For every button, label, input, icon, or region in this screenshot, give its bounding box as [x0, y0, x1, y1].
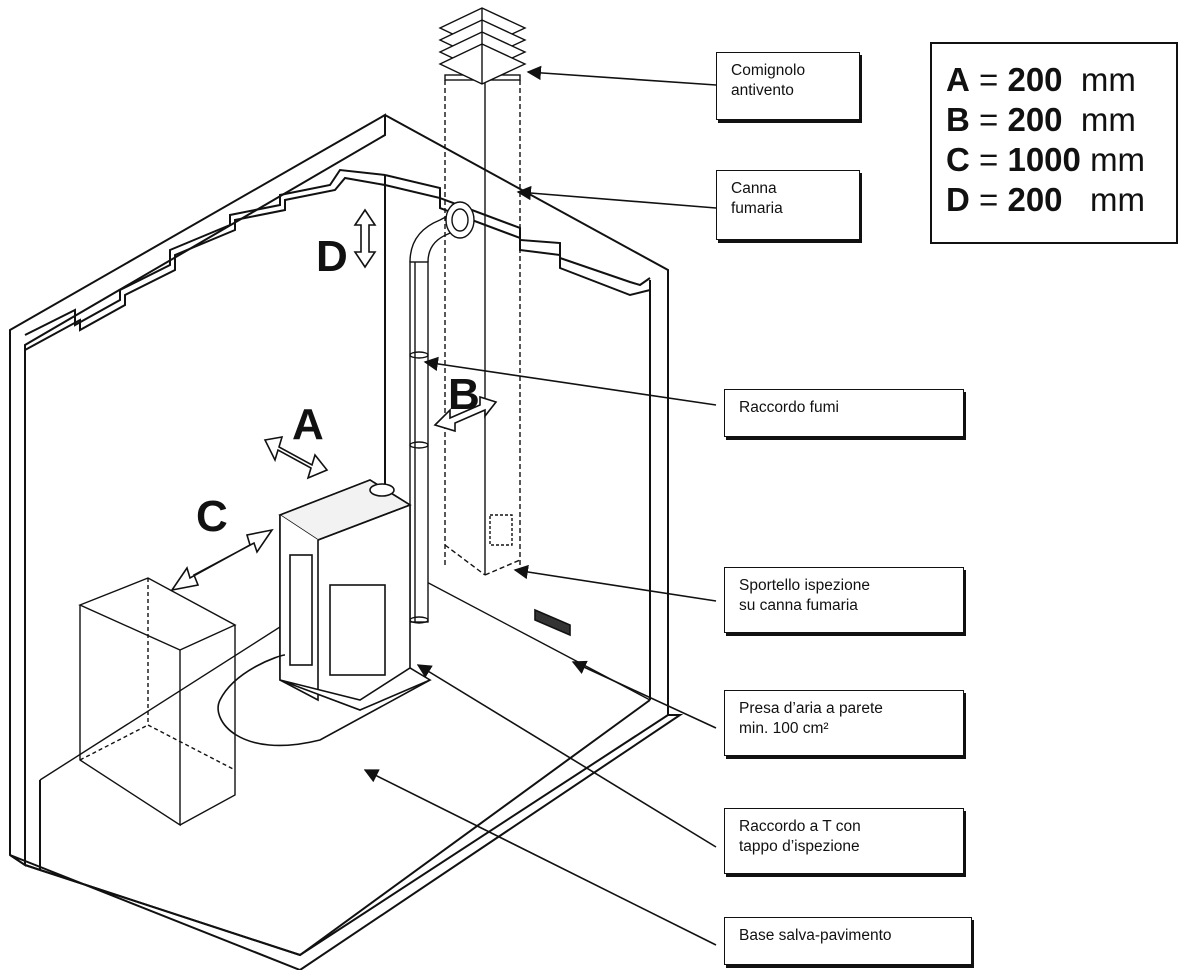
- callout-comignolo-line2: antivento: [731, 82, 794, 99]
- leader-presa: [571, 660, 717, 729]
- chimney-flue: [444, 74, 521, 576]
- callout-canna-line1: Canna: [731, 180, 777, 197]
- legend-eq: =: [979, 101, 999, 138]
- clearance-arrows: [170, 208, 498, 592]
- legend-row-b: B = 200 mm: [946, 100, 1176, 140]
- legend-letter: A: [946, 61, 970, 98]
- legend-eq: =: [979, 181, 999, 218]
- room-walls: [9, 113, 684, 970]
- callout-raccordo-t-line2: tappo d’ispezione: [739, 838, 860, 855]
- clearance-arrow-c: [170, 528, 274, 592]
- callout-presa-line1: Presa d’aria a parete: [739, 700, 883, 717]
- leader-base: [363, 769, 717, 946]
- clearance-arrow-a: [263, 435, 329, 480]
- legend-unit: mm: [1080, 101, 1136, 138]
- leader-raccordo-fumi: [423, 356, 717, 406]
- callout-canna: Canna fumaria: [716, 170, 860, 240]
- dimensions-legend: A = 200 mm B = 200 mm C = 1000 mm D = 20…: [930, 42, 1178, 244]
- legend-row-c: C = 1000 mm: [946, 140, 1176, 180]
- clearance-arrow-b: [433, 395, 498, 433]
- label-a: A: [292, 400, 324, 449]
- callout-base: Base salva-pavimento: [724, 917, 972, 965]
- legend-row-a: A = 200 mm: [946, 60, 1176, 100]
- callout-sportello-line1: Sportello ispezione: [739, 577, 870, 594]
- floor-protection-base: [217, 654, 431, 747]
- label-d: D: [316, 232, 348, 281]
- callout-comignolo-line1: Comignolo: [731, 62, 806, 79]
- callout-sportello-line2: su canna fumaria: [739, 597, 858, 614]
- legend-letter: D: [946, 181, 970, 218]
- clearance-arrow-d: [353, 208, 377, 269]
- callout-sportello: Sportello ispezione su canna fumaria: [724, 567, 964, 633]
- callout-canna-line2: fumaria: [731, 200, 783, 217]
- leader-canna: [516, 185, 717, 209]
- leader-comignolo: [526, 65, 717, 86]
- legend-value: 1000: [1007, 141, 1081, 178]
- leader-sportello: [513, 564, 717, 602]
- callout-base-line1: Base salva-pavimento: [739, 927, 892, 944]
- pellet-stove: [278, 479, 432, 711]
- legend-unit: mm: [1090, 141, 1146, 178]
- legend-value: 200: [1007, 101, 1063, 138]
- label-c: C: [196, 492, 228, 541]
- callout-raccordo-t: Raccordo a T con tappo d’ispezione: [724, 808, 964, 874]
- flue-pipe: [409, 201, 475, 624]
- legend-letter: C: [946, 141, 970, 178]
- legend-row-d: D = 200 mm: [946, 180, 1176, 220]
- legend-value: 200: [1007, 61, 1063, 98]
- callout-raccordo-t-line1: Raccordo a T con: [739, 818, 861, 835]
- legend-unit: mm: [1080, 61, 1136, 98]
- wall-air-vent: [534, 608, 571, 637]
- callout-raccordo-fumi: Raccordo fumi: [724, 389, 964, 437]
- legend-letter: B: [946, 101, 970, 138]
- callout-presa-line2: min. 100 cm²: [739, 720, 829, 737]
- callout-raccordo-fumi-line1: Raccordo fumi: [739, 399, 839, 416]
- label-b: B: [448, 370, 480, 419]
- cabinet: [78, 577, 237, 827]
- legend-value: 200: [1007, 181, 1063, 218]
- legend-eq: =: [979, 61, 999, 98]
- legend-unit: mm: [1090, 181, 1146, 218]
- callout-comignolo: Comignolo antivento: [716, 52, 860, 120]
- chimney-cap-icon: [438, 7, 527, 85]
- callout-presa: Presa d’aria a parete min. 100 cm²: [724, 690, 964, 756]
- leader-lines: [363, 65, 717, 946]
- leader-raccordo-t: [416, 664, 717, 848]
- legend-eq: =: [979, 141, 999, 178]
